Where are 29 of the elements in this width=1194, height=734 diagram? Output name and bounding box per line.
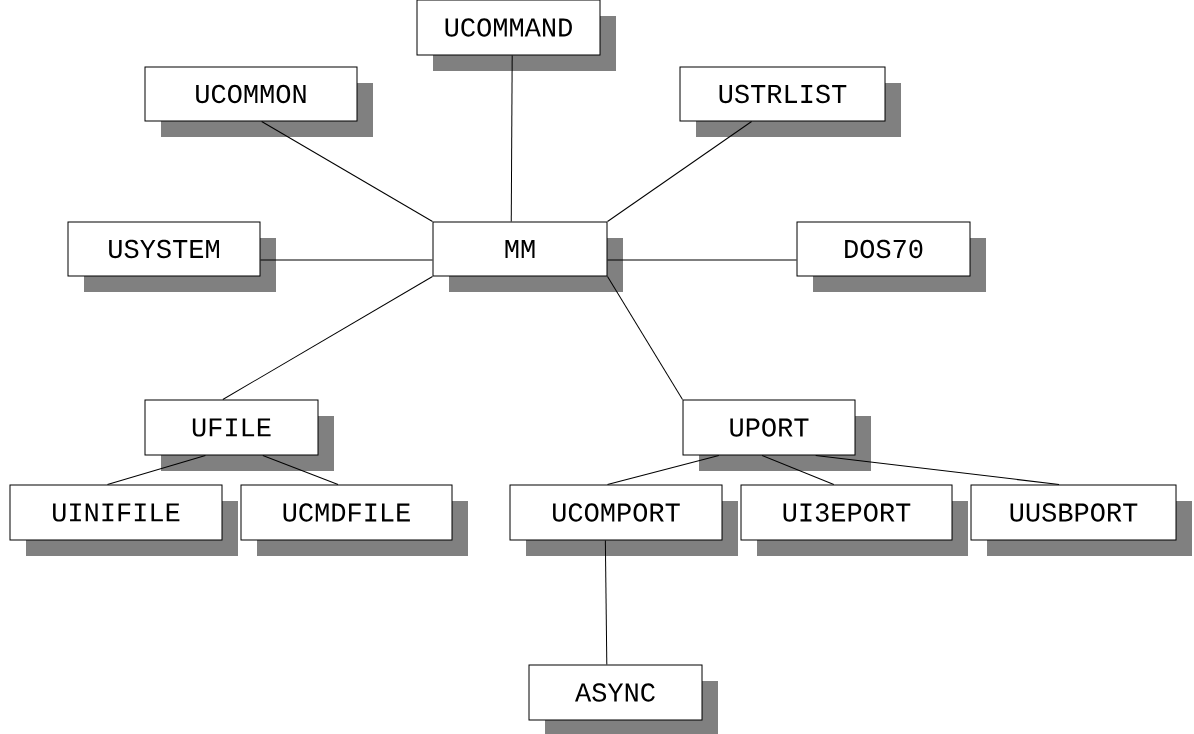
module-box: UFILE	[144, 399, 334, 471]
connector-line	[222, 276, 433, 400]
connector-line	[607, 276, 683, 400]
node-label: UUSBPORT	[1010, 503, 1138, 522]
node-label: UCOMPORT	[553, 503, 680, 522]
module-box: UCOMPORT	[509, 484, 738, 556]
module-box: UINIFILE	[9, 484, 238, 556]
connector-line	[260, 259, 433, 261]
module-box: MM	[432, 221, 623, 292]
module-box: UPORT	[682, 399, 871, 471]
node-label: UINIFILE	[53, 503, 180, 522]
connector-line	[815, 455, 1060, 485]
module-box: USYSTEM	[67, 221, 276, 292]
node-label: UI3EPORT	[783, 503, 911, 522]
node-label: UCMDFILE	[283, 503, 410, 522]
module-box: UUSBPORT	[970, 484, 1192, 556]
module-box: UCOMMAND	[416, 0, 616, 71]
module-box: DOS70	[796, 221, 986, 292]
connector-line	[607, 259, 797, 261]
connector-line	[261, 121, 433, 222]
connector-line	[107, 455, 206, 485]
module-box: USTRLIST	[679, 66, 901, 137]
module-box: UI3EPORT	[740, 484, 968, 556]
module-box: UCMDFILE	[240, 484, 468, 556]
module-box: ASYNC	[528, 664, 718, 734]
module-box: UCOMMON	[144, 66, 373, 137]
connector-line	[607, 121, 753, 222]
connector-line	[510, 55, 513, 222]
connector-line	[604, 540, 608, 665]
